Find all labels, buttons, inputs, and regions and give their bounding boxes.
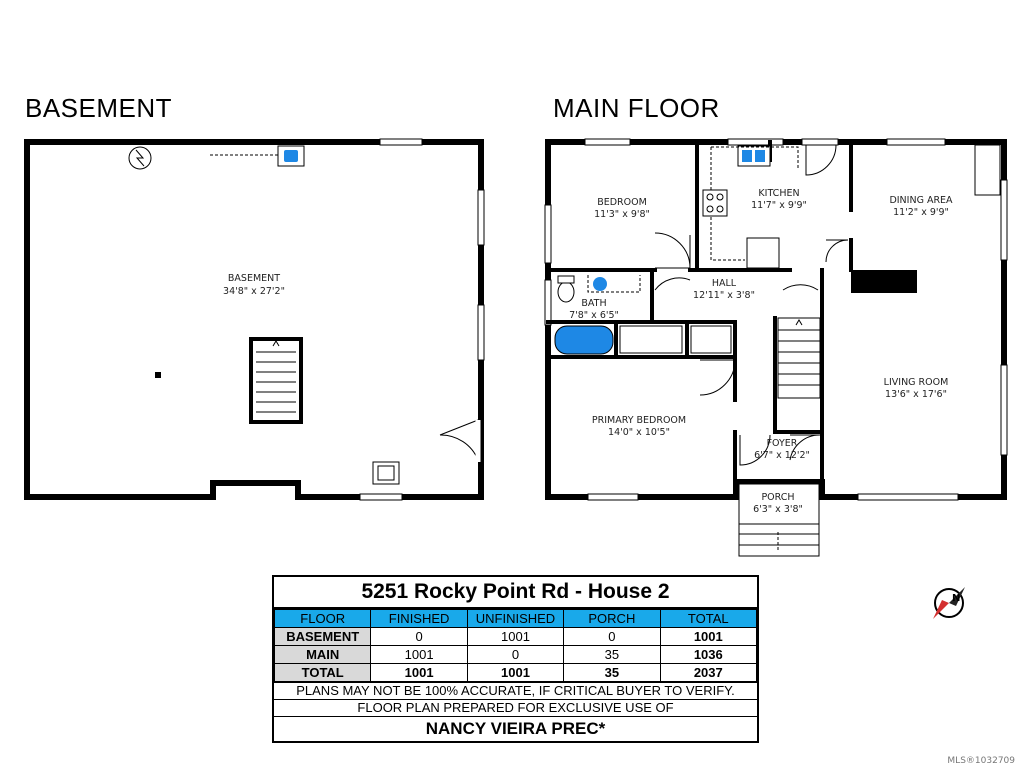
row-unfinished: 1001: [466, 663, 565, 682]
bedroom-dims: 11'3" x 9'8": [594, 209, 650, 220]
dining-name: DINING AREA: [889, 195, 953, 206]
bath-sink: [593, 277, 607, 291]
sink-basin-left: [742, 150, 752, 162]
row-porch: 0: [563, 627, 661, 646]
header-total: TOTAL: [659, 609, 758, 628]
dining-dims: 11'2" x 9'9": [893, 207, 949, 218]
row-porch: 35: [563, 663, 661, 682]
window: [477, 189, 485, 246]
table-row: BASEMENT 0 1001 0 1001: [273, 627, 758, 646]
header-unfinished: UNFINISHED: [466, 609, 565, 628]
fireplace: [851, 270, 917, 293]
basement-door: [439, 419, 481, 462]
living-room-name: LIVING ROOM: [884, 377, 949, 388]
kitchen-name: KITCHEN: [758, 188, 799, 199]
kitchen-dims: 11'7" x 9'9": [751, 200, 807, 211]
basement-stairs: [249, 337, 303, 424]
bedroom-name: BEDROOM: [597, 197, 647, 208]
bath-dims: 7'8" x 6'5": [569, 310, 619, 321]
window: [727, 138, 784, 146]
door-swings: [654, 144, 849, 466]
closet: [619, 325, 683, 354]
row-finished: 0: [370, 627, 468, 646]
fixture-box: [372, 461, 400, 485]
header-finished: FINISHED: [370, 609, 468, 628]
floor-plan-drawing: BASEMENT 34'8" x 27'2" BEDROOM 11'3" x 9…: [24, 138, 1008, 557]
window: [857, 493, 959, 501]
row-unfinished: 1001: [466, 627, 565, 646]
closet: [690, 325, 732, 354]
basement-room-name: BASEMENT: [228, 273, 280, 284]
sink-basin-right: [755, 150, 765, 162]
row-unfinished: 0: [466, 645, 565, 664]
window: [359, 493, 403, 501]
area-table: FLOOR FINISHED UNFINISHED PORCH TOTAL BA…: [273, 609, 758, 682]
refrigerator: [746, 237, 780, 269]
basement-room-dims: 34'8" x 27'2": [223, 286, 285, 297]
area-summary-table: 5251 Rocky Point Rd - House 2 FLOOR FINI…: [272, 575, 759, 743]
row-total: 2037: [659, 663, 758, 682]
water-heater-icon: [128, 146, 152, 170]
porch-name: PORCH: [761, 492, 794, 503]
bathtub: [554, 325, 614, 355]
row-total: 1036: [659, 645, 758, 664]
row-total: 1001: [659, 627, 758, 646]
table-row: MAIN 1001 0 35 1036: [273, 645, 758, 664]
window: [1000, 179, 1008, 261]
row-floor: BASEMENT: [273, 627, 372, 646]
window: [1000, 364, 1008, 456]
porch-steps: [738, 483, 820, 557]
foyer-dims: 6'7" x 12'2": [754, 450, 810, 461]
window: [477, 304, 485, 361]
compass-icon: N: [933, 587, 965, 619]
row-finished: 1001: [370, 645, 468, 664]
hall-name: HALL: [712, 278, 737, 289]
row-porch: 35: [563, 645, 661, 664]
foyer-name: FOYER: [767, 438, 798, 449]
disclaimer-text: PLANS MAY NOT BE 100% ACCURATE, IF CRITI…: [274, 682, 757, 699]
window: [801, 138, 839, 146]
window: [379, 138, 423, 146]
table-row: TOTAL 1001 1001 35 2037: [273, 663, 758, 682]
stove-icon: [702, 189, 728, 217]
header-floor: FLOOR: [273, 609, 372, 628]
compass-letter: N: [952, 593, 960, 604]
porch-dims: 6'3" x 3'8": [753, 504, 803, 515]
dining-cabinet: [974, 144, 1001, 196]
window: [587, 493, 639, 501]
row-finished: 1001: [370, 663, 468, 682]
property-title: 5251 Rocky Point Rd - House 2: [274, 577, 757, 609]
primary-bedroom-name: PRIMARY BEDROOM: [592, 415, 686, 426]
agent-name: NANCY VIEIRA PREC*: [274, 716, 757, 741]
window: [584, 138, 631, 146]
bath-name: BATH: [581, 298, 606, 309]
row-floor: TOTAL: [273, 663, 372, 682]
main-floor-plan: [544, 138, 1008, 557]
window: [544, 204, 552, 264]
header-porch: PORCH: [563, 609, 661, 628]
hall-dims: 12'11" x 3'8": [693, 290, 755, 301]
sink-basin: [284, 150, 298, 162]
row-floor: MAIN: [273, 645, 372, 664]
living-room-dims: 13'6" x 17'6": [885, 389, 947, 400]
prepared-for-text: FLOOR PLAN PREPARED FOR EXCLUSIVE USE OF: [274, 699, 757, 716]
toilet: [557, 281, 575, 303]
window: [544, 279, 552, 326]
support-post: [155, 372, 161, 378]
basement-floor-title: BASEMENT: [25, 93, 173, 123]
main-floor-stairs: [777, 317, 821, 399]
table-header-row: FLOOR FINISHED UNFINISHED PORCH TOTAL: [273, 609, 758, 628]
basement-plan: [24, 138, 485, 501]
main-floor-title: MAIN FLOOR: [553, 93, 720, 123]
window: [886, 138, 946, 146]
mls-number: MLS®1032709: [947, 756, 1015, 766]
primary-bedroom-dims: 14'0" x 10'5": [608, 427, 670, 438]
